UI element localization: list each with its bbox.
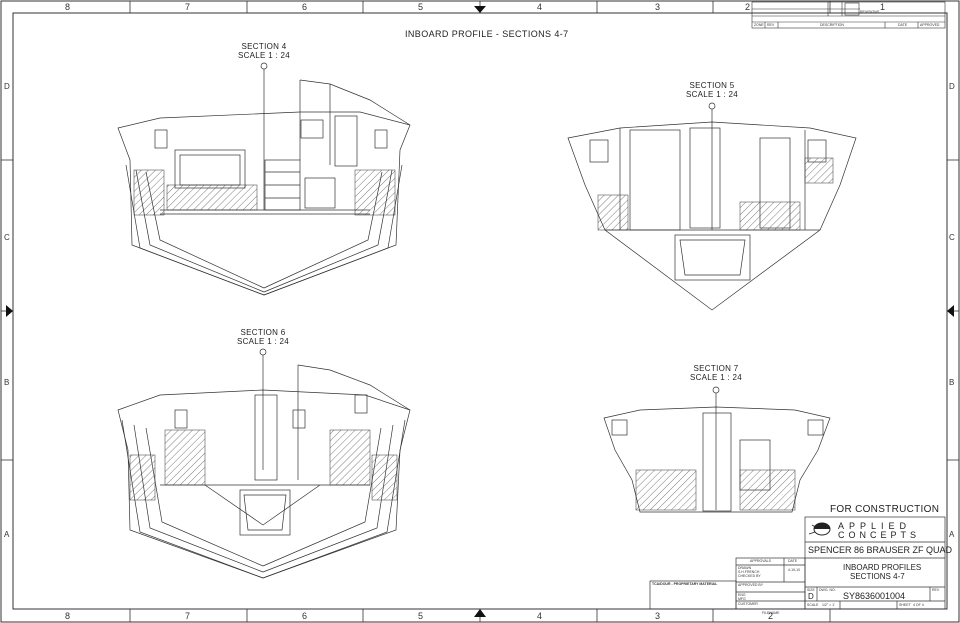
zone-top-3: 3 xyxy=(655,2,661,12)
size-value: D xyxy=(808,592,814,601)
company-name-line1: APPLIED xyxy=(838,521,912,531)
section-6-hatch-c xyxy=(129,454,156,501)
sheet-title: INBOARD PROFILE - SECTIONS 4-7 xyxy=(405,29,569,39)
section-5-hatch-c xyxy=(804,157,834,184)
zone-bottom-8: 8 xyxy=(65,611,71,621)
zone-left-C: C xyxy=(4,233,10,242)
zone-top-7: 7 xyxy=(185,2,191,12)
section-7-scale: SCALE 1 : 24 xyxy=(689,373,743,382)
zone-left-A: A xyxy=(4,530,10,539)
filename-label: FILENAME xyxy=(762,611,780,615)
proprietary-notice: TCA/DOUR - PROPRIETARY MATERIAL xyxy=(652,582,718,586)
section-6-hatch-d xyxy=(371,454,398,501)
rev-col-approved: APPROVED xyxy=(920,23,940,27)
zone-top-6: 6 xyxy=(302,2,308,12)
center-mark-right xyxy=(947,305,954,317)
rev-label: REV xyxy=(932,588,940,592)
inner-border xyxy=(12,12,948,610)
section-5-scale: SCALE 1 : 24 xyxy=(685,90,739,99)
applied-concepts-logo xyxy=(808,522,831,536)
drawing-title-2: SECTIONS 4-7 xyxy=(850,572,905,581)
section-7-hatch-a xyxy=(635,469,697,511)
zone-top-1: 1 xyxy=(880,2,886,12)
section-5-name: SECTION 5 xyxy=(689,81,735,90)
zone-bottom-4: 4 xyxy=(537,611,543,621)
section-6-name: SECTION 6 xyxy=(240,328,286,337)
rev-col-date: DATE xyxy=(898,23,908,27)
center-mark-bottom xyxy=(474,609,486,617)
approval-customer: CUSTOMER xyxy=(738,602,758,606)
section-4-hatch-b xyxy=(133,169,165,216)
section-5-hatch-a xyxy=(597,194,629,231)
status-stamp: FOR CONSTRUCTION xyxy=(830,504,940,515)
revisions-block xyxy=(751,1,946,29)
center-mark-left xyxy=(6,305,13,317)
rev-col-zone: ZONE xyxy=(754,23,764,27)
sheet-value: 4 OF 4 xyxy=(913,603,924,607)
zone-bottom-5: 5 xyxy=(418,611,424,621)
rev-col-description: DESCRIPTION xyxy=(820,23,844,27)
approval-drawn-by: S.H.FRENCH xyxy=(738,570,760,574)
scale-label: SCALE xyxy=(807,603,819,607)
approval-drawn: DRAWN xyxy=(738,566,752,570)
project-name: SPENCER 86 BRAUSER ZF QUAD xyxy=(808,545,953,555)
drawing-title-1: INBOARD PROFILES xyxy=(843,563,922,572)
section-6-hatch-b xyxy=(329,429,371,486)
zone-top-8: 8 xyxy=(65,2,71,12)
section-7-label: SECTION 7 SCALE 1 : 24 xyxy=(686,364,746,382)
section-4-label: SECTION 4 SCALE 1 : 24 xyxy=(234,42,294,60)
dwg-no-label: DWG. NO. xyxy=(819,588,836,592)
approvals-date-header: DATE xyxy=(788,559,798,563)
section-7-hatch-b xyxy=(739,469,796,511)
center-mark-top xyxy=(474,6,486,13)
title-block xyxy=(649,516,946,610)
company-name-line2: CONCEPTS xyxy=(838,530,921,540)
approval-drawn-date: 4-19-10 xyxy=(788,568,801,572)
rev-col-rev: REV xyxy=(767,23,775,27)
zone-right-C: C xyxy=(949,233,955,242)
approval-approved: APPROVED BY xyxy=(738,583,764,587)
zone-bottom-2: 2 xyxy=(768,611,774,621)
zone-top-2: 2 xyxy=(745,2,751,12)
section-7-drawing xyxy=(603,386,831,513)
revisions-header: REVISIONS xyxy=(860,10,880,14)
section-6-hatch-a xyxy=(164,429,206,486)
size-label: SIZE xyxy=(807,588,815,592)
zone-bottom-3: 3 xyxy=(655,611,661,621)
section-6-scale: SCALE 1 : 24 xyxy=(236,337,290,346)
approvals-header: APPROVALS xyxy=(750,559,771,563)
approval-eng: ENG xyxy=(738,593,746,597)
section-4-hatch-c xyxy=(354,169,396,216)
sheet-label: SHEET xyxy=(899,603,911,607)
zone-right-D: D xyxy=(949,82,955,91)
scale-value: 1/2" = 1' xyxy=(822,603,835,607)
section-7-name: SECTION 7 xyxy=(693,364,739,373)
section-5-hatch-b xyxy=(739,201,801,231)
zone-left-D: D xyxy=(4,82,10,91)
zone-left-B: B xyxy=(4,378,10,387)
zone-bottom-6: 6 xyxy=(302,611,308,621)
zone-right-A: A xyxy=(949,530,955,539)
section-6-label: SECTION 6 SCALE 1 : 24 xyxy=(233,328,293,346)
section-4-name: SECTION 4 xyxy=(241,42,287,51)
zone-bottom-7: 7 xyxy=(185,611,191,621)
approval-mfg: MFG xyxy=(738,597,746,601)
zone-top-4: 4 xyxy=(537,2,543,12)
zone-top-5: 5 xyxy=(418,2,424,12)
approval-checked: CHECKED BY xyxy=(738,574,761,578)
section-4-hatch-a xyxy=(166,184,258,211)
zone-right-B: B xyxy=(949,378,955,387)
drawing-number: SY8636001004 xyxy=(843,591,906,601)
section-4-scale: SCALE 1 : 24 xyxy=(237,51,291,60)
section-5-label: SECTION 5 SCALE 1 : 24 xyxy=(682,81,742,99)
